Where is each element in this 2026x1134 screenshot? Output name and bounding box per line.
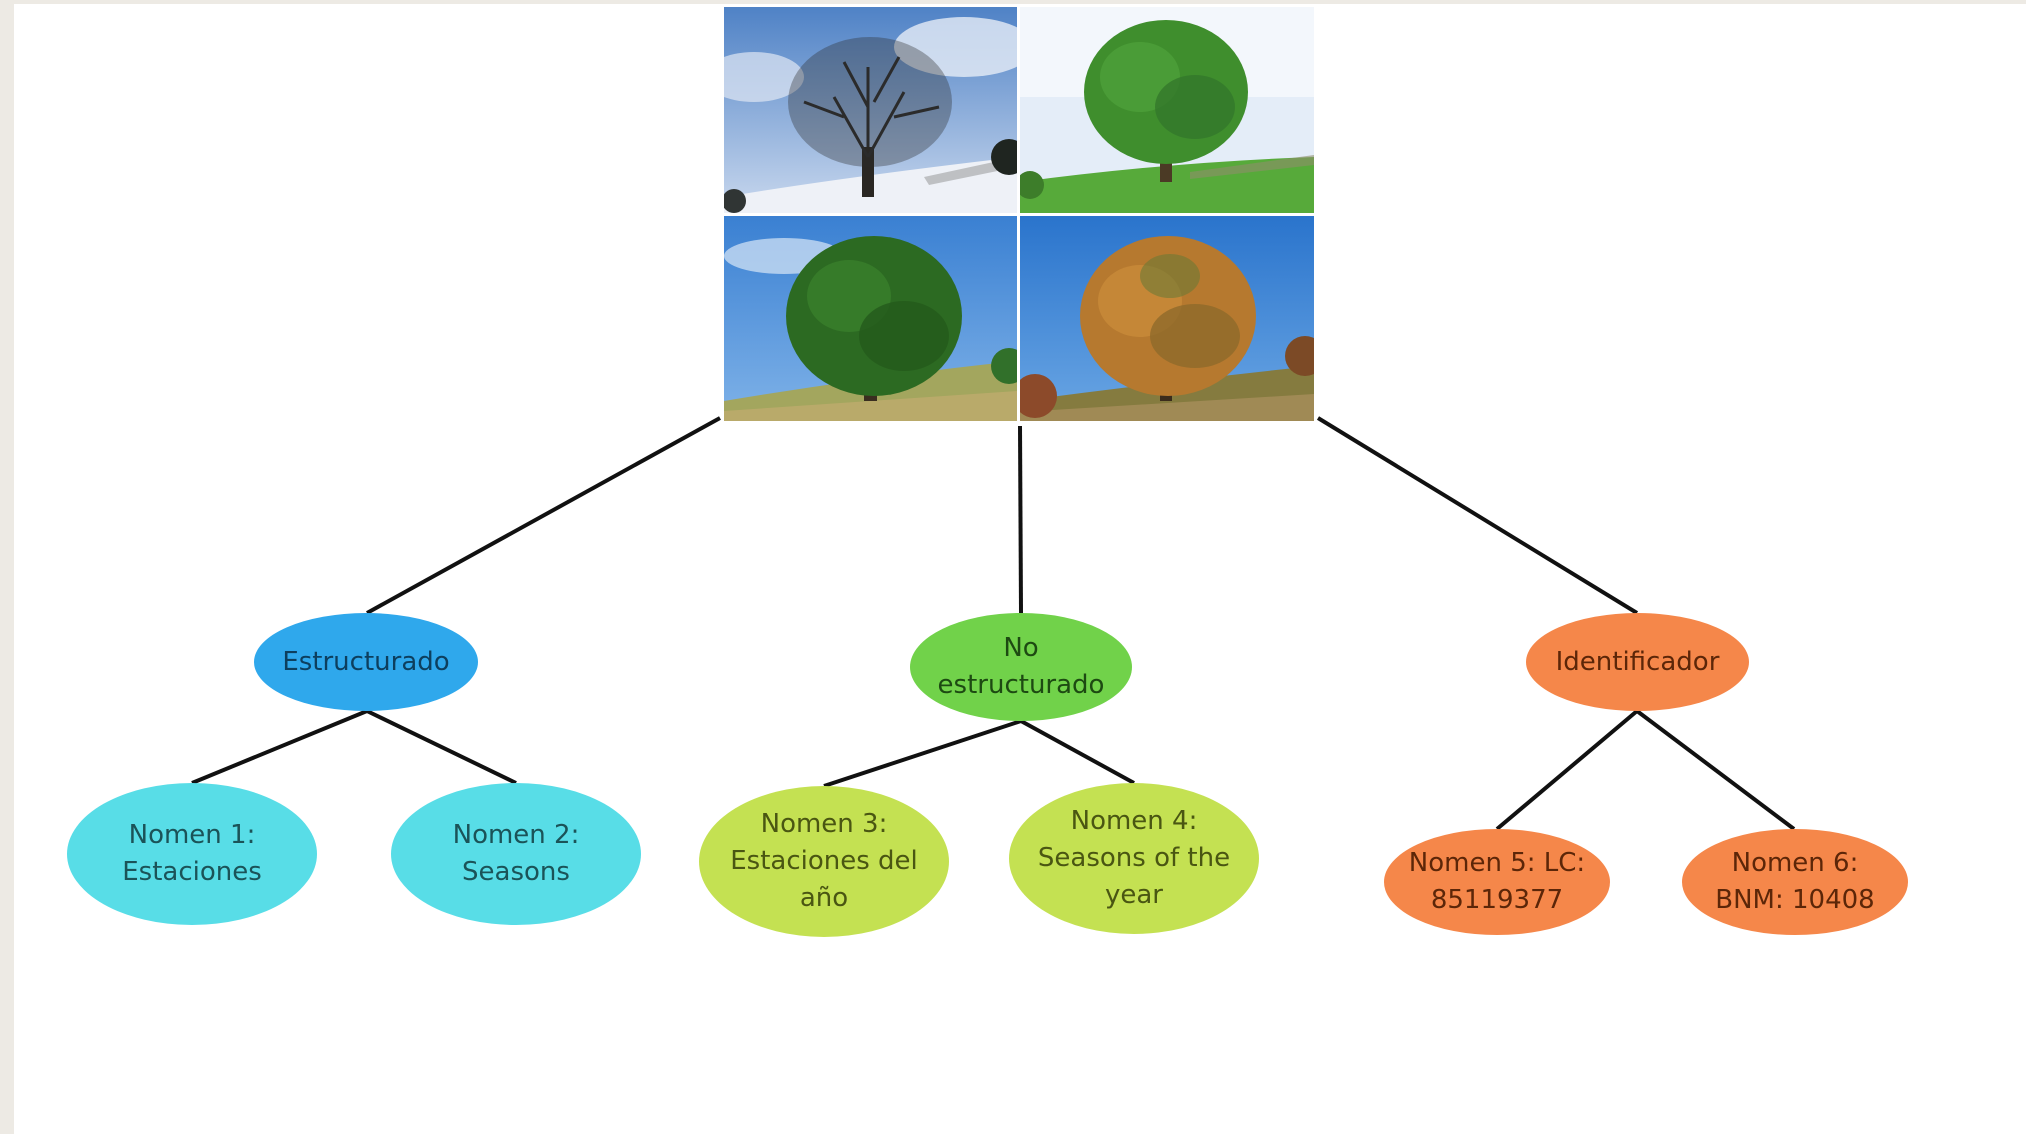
leaf-line2: BNM: 10408: [1715, 885, 1875, 915]
category-label: Identificador: [1555, 646, 1720, 677]
leaf-line3: año: [799, 883, 849, 913]
leaf-line2: 85119377: [1430, 885, 1564, 915]
leaf-nomen-6: Nomen 6: BNM: 10408: [1682, 829, 1908, 935]
leaf-nomen-1: Nomen 1: Estaciones: [67, 783, 317, 925]
category-no-estructurado: No estructurado: [910, 613, 1132, 721]
leaf-line2: Estaciones del: [730, 846, 918, 876]
leaf-line1: Nomen 3:: [760, 809, 888, 839]
category-label: Estructurado: [282, 646, 450, 677]
autumn-tree-photo: [1020, 216, 1314, 421]
link-identificador-nomen6: [1635, 709, 1796, 831]
link-photo-estructurado: [366, 416, 721, 615]
leaf-line1: Nomen 2:: [452, 820, 580, 850]
leaf-line1: Nomen 4:: [1070, 806, 1198, 836]
leaf-line2: Estaciones: [122, 857, 262, 887]
category-estructurado: Estructurado: [254, 613, 478, 711]
link-estructurado-nomen1: [191, 709, 368, 785]
link-photo-no-estructurado: [1018, 425, 1023, 614]
winter-tree-photo: [724, 7, 1017, 213]
leaf-line3: year: [1104, 880, 1163, 910]
leaf-line1: Nomen 5: LC:: [1408, 848, 1586, 878]
link-no-estructurado-nomen3: [823, 719, 1022, 788]
category-label-line1: No: [1003, 633, 1039, 663]
link-identificador-nomen5: [1495, 709, 1639, 831]
leaf-line2: Seasons: [462, 857, 570, 887]
link-estructurado-nomen2: [366, 709, 517, 785]
link-photo-identificador: [1316, 416, 1639, 615]
category-label-line2: estructurado: [937, 670, 1105, 700]
spring-tree-photo: [1020, 7, 1314, 213]
leaf-nomen-4: Nomen 4: Seasons of the year: [1009, 783, 1259, 934]
leaf-nomen-5: Nomen 5: LC: 85119377: [1384, 829, 1610, 935]
summer-tree-photo: [724, 216, 1017, 421]
leaf-nomen-3: Nomen 3: Estaciones del año: [699, 786, 949, 937]
leaf-line2: Seasons of the: [1037, 843, 1231, 873]
link-no-estructurado-nomen4: [1020, 719, 1135, 785]
leaf-line1: Nomen 6:: [1731, 848, 1859, 878]
leaf-line1: Nomen 1:: [128, 820, 256, 850]
leaf-nomen-2: Nomen 2: Seasons: [391, 783, 641, 925]
category-identificador: Identificador: [1526, 613, 1749, 711]
